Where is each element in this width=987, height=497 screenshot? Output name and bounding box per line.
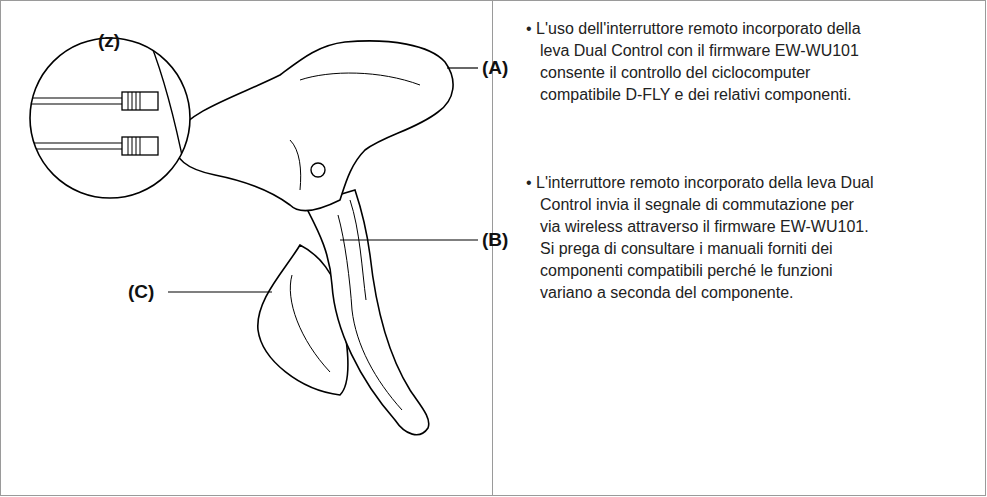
leader-line <box>340 239 478 240</box>
callout-letter: (C) <box>128 281 154 303</box>
hood-edge <box>290 140 301 190</box>
hood-inner-edge <box>150 42 215 205</box>
note-text: Si prega di consultare i manuali forniti… <box>540 238 862 304</box>
wire <box>20 97 138 98</box>
hood-inner-edge <box>180 60 205 150</box>
brake-lever-edge <box>338 215 402 410</box>
callout-letter: (A) <box>482 57 508 79</box>
connector-plug <box>122 92 158 110</box>
note-text: • L'interruttore remoto incorporato dell… <box>526 172 876 238</box>
hood-edge <box>300 73 420 85</box>
brake-lever <box>305 190 429 435</box>
callout-letter: (z) <box>98 30 120 52</box>
magnifier <box>30 38 190 198</box>
wire <box>20 142 138 143</box>
shift-lever-edge <box>290 275 330 372</box>
hood-body <box>174 41 453 211</box>
leader-line <box>447 67 478 68</box>
wire <box>20 148 138 149</box>
brake-lever-edge <box>350 200 366 300</box>
connector-plug <box>122 137 158 155</box>
pivot <box>311 163 325 177</box>
wire <box>20 103 138 104</box>
note-text: • L'uso dell'interruttore remoto incorpo… <box>526 18 876 106</box>
leader-line <box>168 291 272 292</box>
callout-letter: (B) <box>482 229 508 251</box>
